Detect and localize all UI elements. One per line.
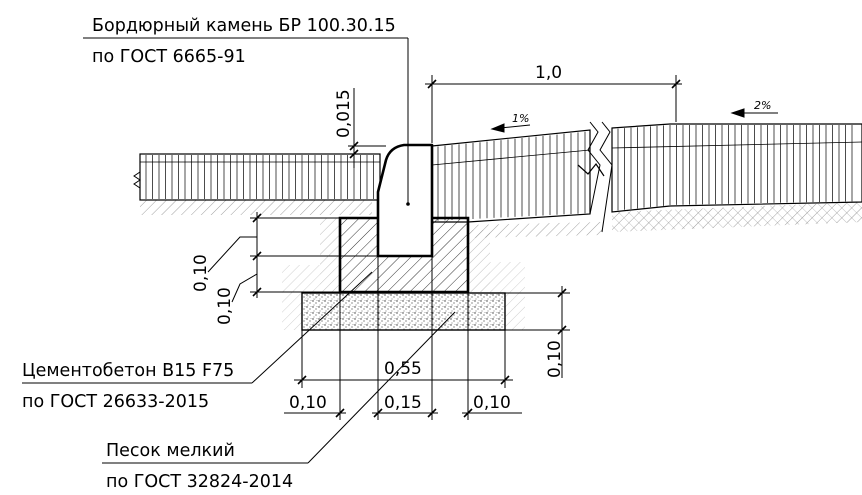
sand-label-line1: Песок мелкий <box>106 441 235 461</box>
dim-base-thickness: 0,10 <box>545 340 565 378</box>
dim-layer-2: 0,10 <box>215 287 235 325</box>
slope-1-label: 1% <box>512 112 529 125</box>
dimension-lines <box>22 37 682 464</box>
dim-overall-width: 0,55 <box>384 359 422 379</box>
dim-middle-width: 0,15 <box>384 393 422 413</box>
dim-curb-reveal: 0,015 <box>334 89 354 138</box>
dim-layer-1: 0,10 <box>191 254 211 292</box>
left-pavement <box>133 153 381 201</box>
curb-stone <box>376 143 434 258</box>
slope-2-label: 2% <box>754 99 771 112</box>
soil-hatch <box>140 200 862 330</box>
dim-left-offset: 0,10 <box>289 393 327 413</box>
curb-label-line1: Бордюрный камень БР 100.30.15 <box>92 16 396 36</box>
dim-right-offset: 0,10 <box>473 393 511 413</box>
right-pavement <box>431 121 862 233</box>
curb-label-line2: по ГОСТ 6665-91 <box>92 47 246 67</box>
concrete-label-line2: по ГОСТ 26633-2015 <box>22 392 209 412</box>
slope-arrows <box>490 108 778 133</box>
concrete-label-line1: Цементобетон В15 F75 <box>22 361 234 381</box>
sand-label-line2: по ГОСТ 32824-2014 <box>106 472 293 492</box>
sand-base <box>301 292 506 331</box>
dim-top-width: 1,0 <box>535 63 562 83</box>
